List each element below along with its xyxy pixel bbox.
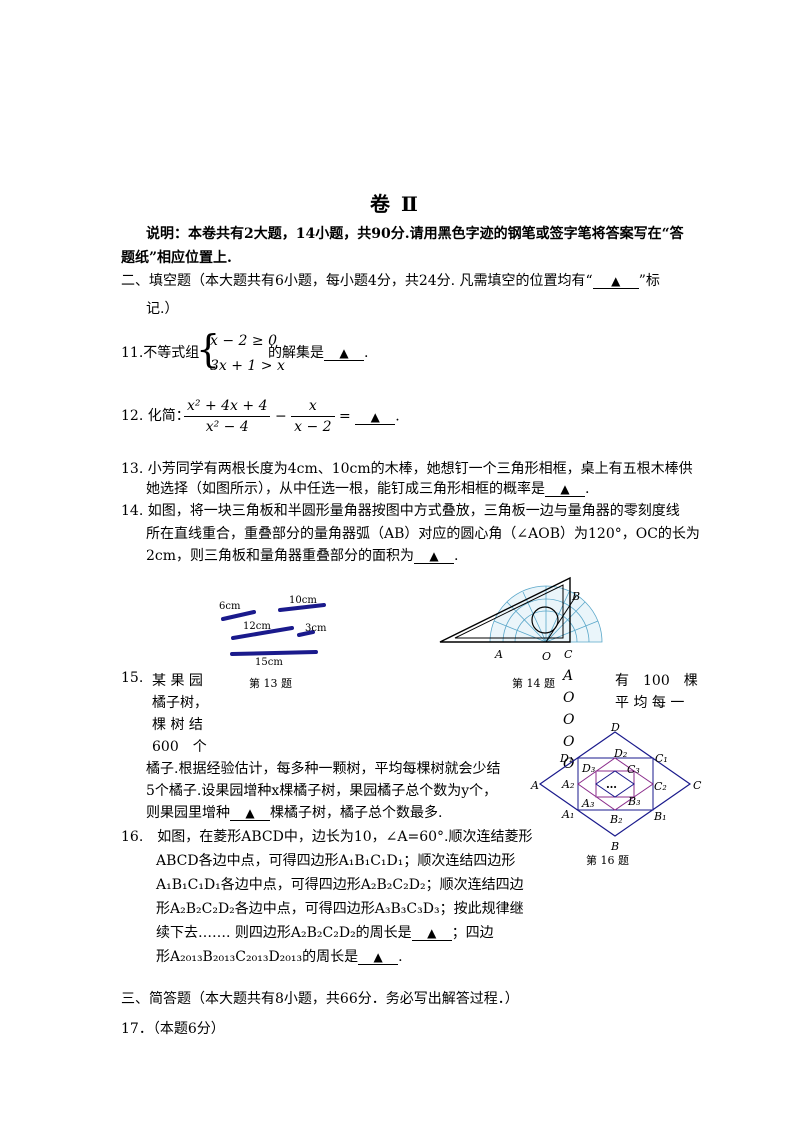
q16-answer-blank-1[interactable]: ▲	[411, 926, 452, 941]
note-line-1: 说明：本卷共有2大题，14小题，共90分.请用黑色字迹的钢笔或签字笔将答案写在“…	[146, 223, 684, 243]
stick-label-12cm: 12cm	[243, 621, 271, 632]
rectangle-a1b1c1d1	[577, 757, 654, 811]
q17-heading: 17．（本题6分）	[121, 1021, 225, 1037]
segment-ob	[545, 595, 577, 643]
label-d2: D₂	[613, 747, 627, 760]
q15-col-mid-4: O	[563, 734, 575, 750]
figure-16-labels: A B C D A₁ B₁ C₁ D₁ A₂ B₂ C₂ D₂ A₃ B₃ C₃…	[530, 722, 702, 853]
figure-16-rhombus: A B C D A₁ B₁ C₁ D₁ A₂ B₂ C₂ D₂ A₃ B₃ C₃…	[530, 722, 702, 853]
stick-3cm	[297, 630, 315, 637]
label-a2: A₂	[561, 778, 574, 791]
label-c: C	[564, 648, 573, 661]
figure-13-sticks: 6cm 10cm 12cm 3cm 15cm	[219, 595, 327, 668]
q11-brace: {	[196, 327, 221, 371]
label-b: B	[610, 840, 619, 853]
stick-label-3cm: 3cm	[305, 623, 327, 634]
q11-suffix: 的解集是▲.	[268, 345, 369, 361]
label-d: D	[610, 722, 620, 734]
q15-col-3-line-2: 平 均 每 一	[615, 695, 685, 711]
blank-marker: ▲	[592, 274, 639, 289]
label-b3: B₃	[627, 795, 641, 808]
stick-6cm	[221, 610, 256, 621]
note-text-1: 本卷共有2大题，14小题，共90分.请用黑色字迹的钢笔或签字笔将答案写在“答	[188, 226, 684, 242]
section2-heading: 二、填空题（本大题共有6小题，每小题4分，共24分. 凡需填空的位置均有“▲”标	[121, 273, 660, 289]
q16-line-5: 续下去……. 则四边形A₂B₂C₂D₂的周长是▲；四边	[156, 925, 494, 941]
q16-line-3: A₁B₁C₁D₁各边中点，可得四边形A₂B₂C₂D₂；顺次连结四边	[156, 877, 524, 893]
q15-col-1-line-4: 600 个	[152, 739, 207, 755]
q11-row-2: 3x + 1 > x	[210, 358, 285, 374]
q13-line-1: 13. 小芳同学有两根长度为4cm、10cm的木棒，她想钉一个三角形相框，桌上有…	[121, 461, 693, 477]
stick-label-10cm: 10cm	[289, 595, 317, 606]
q14-line-2: 所在直线重合，重叠部分的量角器弧（AB）对应的圆心角（∠AOB）为120°，OC…	[146, 526, 700, 542]
q15-col-3-line-1: 有 100 棵	[615, 673, 698, 689]
q16-line-6: 形A₂₀₁₃B₂₀₁₃C₂₀₁₃D₂₀₁₃的周长是▲.	[156, 949, 403, 965]
q15-col-mid-3: O	[563, 712, 575, 728]
rectangle-a3b3c3d3	[595, 770, 635, 798]
note-line-2: 题纸”相应位置上.	[121, 250, 232, 266]
label-b2: B₂	[609, 813, 623, 826]
stick-label-6cm: 6cm	[219, 601, 241, 612]
ellipsis-mark: …	[606, 778, 617, 791]
figure-13-caption: 第 13 题	[249, 677, 292, 690]
label-d3: D₃	[581, 762, 595, 775]
label-b: B	[571, 590, 580, 603]
q15-answer-blank[interactable]: ▲	[230, 806, 270, 821]
q11-row-1: x − 2 ≥ 0	[210, 333, 277, 349]
q15-col-mid-1: A	[563, 668, 574, 684]
q14-line-1: 14. 如图，将一块三角板和半圆形量角器按图中方式叠放，三角板一边与量角器的零刻…	[121, 503, 680, 519]
q15-number: 15.	[121, 670, 144, 686]
protractor-hole	[531, 606, 559, 634]
label-a: A	[530, 779, 539, 792]
section2-heading-cont: 记.）	[146, 301, 179, 317]
q11-prefix: 11.不等式组	[121, 345, 200, 361]
q15-line-7: 则果园里增种▲棵橘子树，橘子总个数最多.	[146, 805, 443, 821]
q15-col-1-line-1: 某 果 园	[152, 673, 203, 689]
triangle-ruler	[439, 576, 571, 643]
q15-col-mid-2: O	[563, 690, 575, 706]
note-label: 说明：	[146, 226, 188, 242]
label-o: O	[542, 650, 551, 663]
q16-answer-blank-2[interactable]: ▲	[358, 950, 399, 965]
q16-line-2: ABCD各边中点，可得四边形A₁B₁C₁D₁；顺次连结四边形	[156, 853, 516, 869]
q13-line-2: 她选择（如图所示），从中任选一根，能钉成三角形相框的概率是▲.	[146, 481, 590, 497]
q15-line-5: 橘子.根据经验估计，每多种一颗树，平均每棵树就会少结	[146, 761, 501, 777]
triangle-ruler-inner	[454, 584, 564, 639]
q14-answer-blank[interactable]: ▲	[414, 549, 455, 564]
rhombus-abcd	[538, 731, 692, 837]
q12-prefix: 12. 化简：	[121, 408, 190, 424]
q14-line-3: 2cm，则三角板和量角器重叠部分的面积为▲.	[146, 548, 459, 564]
rhombus-a2b2c2d2	[577, 757, 654, 811]
figure-14-protractor: A O C B	[439, 576, 603, 663]
label-c3: C₃	[627, 763, 640, 776]
q15-line-6: 5个橘子.设果园增种x棵橘子树，果园橘子总个数为y个，	[146, 783, 498, 799]
stick-15cm	[230, 650, 318, 656]
label-d1: D₁	[559, 752, 573, 765]
label-a1: A₁	[561, 808, 574, 821]
label-a: A	[494, 648, 503, 661]
q12-answer-blank[interactable]: ▲	[355, 410, 396, 425]
q15-col-1-line-2: 橘子树，	[152, 695, 208, 711]
q15-col-1-line-3: 棵 树 结	[152, 717, 203, 733]
label-c1: C₁	[655, 752, 668, 765]
q11-answer-blank[interactable]: ▲	[324, 346, 364, 361]
figure-14-caption: 第 14 题	[512, 677, 555, 690]
stick-label-15cm: 15cm	[255, 657, 283, 668]
protractor	[489, 585, 603, 643]
label-c2: C₂	[654, 780, 667, 793]
label-c: C	[693, 779, 702, 792]
q13-answer-blank[interactable]: ▲	[545, 482, 585, 497]
rhombus-a4	[595, 770, 635, 798]
figure-16-caption: 第 16 题	[586, 854, 629, 867]
q16-line-4: 形A₂B₂C₂D₂各边中点，可得四边形A₃B₃C₃D₃；按此规律继	[156, 901, 524, 917]
label-a3: A₃	[581, 797, 594, 810]
section3-heading: 三、简答题（本大题共有8小题，共66分．务必写出解答过程．）	[121, 991, 519, 1007]
q16-line-1: 16. 如图，在菱形ABCD中，边长为10，∠A=60°.顺次连结菱形	[121, 829, 533, 845]
label-b1: B₁	[653, 810, 667, 823]
stick-12cm	[231, 626, 294, 640]
page-title: 卷 Ⅱ	[370, 192, 420, 216]
stick-10cm	[278, 603, 326, 612]
